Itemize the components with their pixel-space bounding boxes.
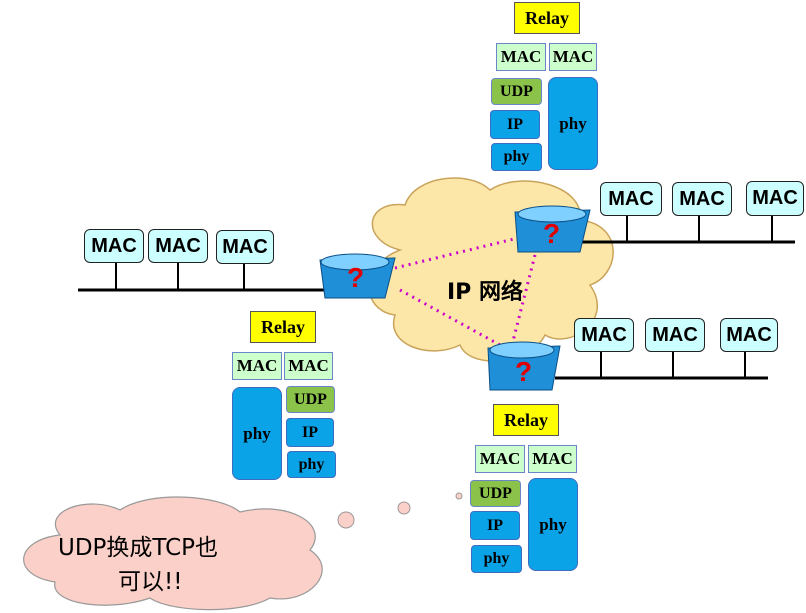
relay-bottom-phy-tall: phy [528,478,578,571]
relay-top-phy: phy [491,143,542,171]
host-mac: MAC [84,229,144,263]
relay-bottom-ip: IP [470,511,520,540]
relay-top-mac-1: MAC [496,43,546,71]
relay-device-top [514,205,591,253]
relay-top-mac-2: MAC [549,43,597,71]
host-mac: MAC [645,318,705,352]
host-mac: MAC [574,318,634,352]
host-mac: MAC [672,182,732,216]
host-mac: MAC [600,182,662,216]
host-mac: MAC [720,318,778,352]
relay-left-phy-tall: phy [232,387,282,480]
question-mark-bottom: ? [515,356,533,387]
callout-cloud [23,496,323,611]
question-mark-left: ? [347,262,365,293]
relay-left-ip: IP [286,418,334,447]
relay-label-bottom: Relay [493,404,559,436]
dotted-links [394,236,537,347]
relay-top-phy-tall: phy [548,77,598,170]
relay-device-left [319,253,396,299]
relay-bottom-mac-1: MAC [475,445,525,473]
relay-left-udp: UDP [286,386,335,413]
ip-network-label: IP 网络 [447,280,523,305]
relay-left-mac-1: MAC [232,352,282,380]
host-mac: MAC [216,230,274,264]
question-mark-top: ? [543,218,561,249]
relay-bottom-phy: phy [471,545,522,573]
relay-label-top: Relay [514,2,580,34]
relay-bottom-mac-2: MAC [528,445,577,473]
relay-bottom-udp: UDP [470,480,521,507]
host-mac: MAC [746,181,804,216]
relay-label-left: Relay [250,311,316,343]
relay-top-udp: UDP [491,78,542,105]
relay-left-mac-2: MAC [284,352,333,380]
callout-line-1: UDP换成TCP也 [58,535,219,561]
relay-device-bottom [487,341,561,391]
relay-left-phy: phy [287,451,336,478]
callout-line-2: 可以!! [118,569,183,595]
relay-top-ip: IP [490,110,540,139]
host-mac: MAC [148,229,208,263]
